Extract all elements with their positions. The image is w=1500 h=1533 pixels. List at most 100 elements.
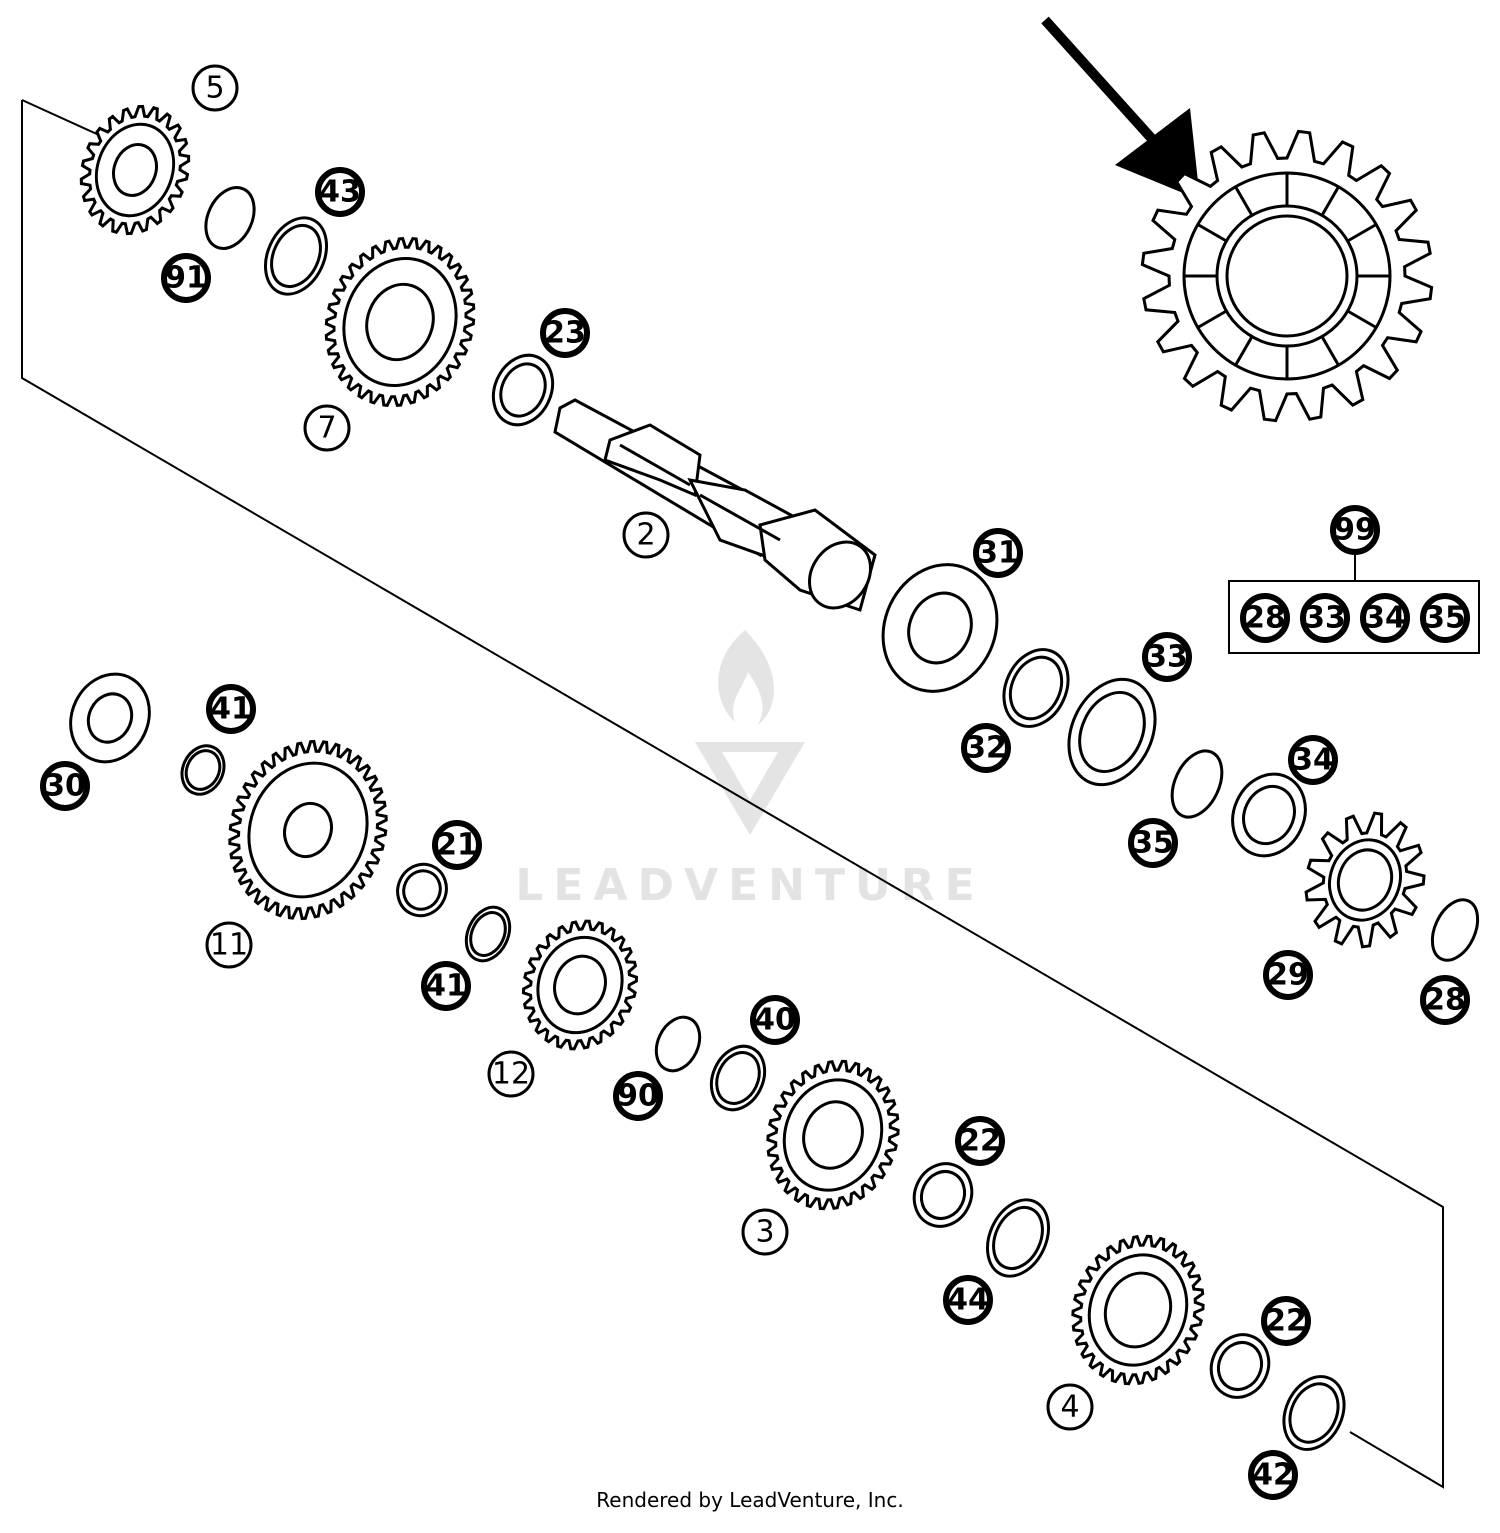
washer-32-icon bbox=[1002, 648, 1070, 728]
bushing-23-icon bbox=[491, 353, 555, 427]
watermark-logo: LEADVENTURE bbox=[515, 630, 984, 911]
bushing-22a-icon bbox=[912, 1162, 974, 1228]
washer-41b-icon bbox=[464, 905, 512, 963]
oring-35-icon bbox=[1170, 749, 1224, 819]
callout-label: 34 bbox=[1292, 743, 1334, 778]
callout-label: 11 bbox=[210, 928, 248, 963]
callout-label: 32 bbox=[965, 731, 1007, 766]
callout-40: 40 bbox=[750, 995, 800, 1045]
spacer-34-icon bbox=[1231, 772, 1307, 858]
kit-label: 99 bbox=[1334, 513, 1376, 548]
callout-3: 3 bbox=[741, 1208, 789, 1256]
callout-label: 35 bbox=[1132, 826, 1174, 861]
callout-label: 5 bbox=[205, 71, 224, 106]
callout-30: 30 bbox=[40, 761, 90, 811]
callout-label: 23 bbox=[544, 316, 586, 351]
callout-90: 90 bbox=[613, 1071, 663, 1121]
callout-34: 34 bbox=[1288, 735, 1338, 785]
callout-4: 4 bbox=[1046, 1383, 1094, 1431]
callout-label: 40 bbox=[754, 1003, 796, 1038]
callout-label: 43 bbox=[319, 175, 361, 210]
callout-33: 33 bbox=[1142, 632, 1192, 682]
callout-label: 29 bbox=[1267, 958, 1309, 993]
callout-5: 5 bbox=[191, 64, 239, 112]
callout-43: 43 bbox=[315, 167, 365, 217]
callout-31: 31 bbox=[973, 528, 1023, 578]
sprocket-29-icon bbox=[1304, 811, 1426, 949]
callout-label: 7 bbox=[317, 411, 336, 446]
callout-label: 31 bbox=[977, 536, 1019, 571]
kit-item-35: 35 bbox=[1420, 593, 1470, 643]
callout-41: 41 bbox=[421, 961, 471, 1011]
callout-28: 28 bbox=[1420, 975, 1470, 1025]
gear-5-icon bbox=[79, 104, 191, 236]
callout-44: 44 bbox=[943, 1275, 993, 1325]
washer-43-icon bbox=[264, 216, 328, 296]
callout-label: 91 bbox=[165, 261, 207, 296]
arrow-indicator bbox=[1041, 16, 1200, 200]
callout-label: 90 bbox=[617, 1079, 659, 1114]
callout-label: 41 bbox=[425, 969, 467, 1004]
callout-label: 3 bbox=[755, 1215, 774, 1250]
watermark-text: LEADVENTURE bbox=[515, 860, 984, 911]
washer-42-icon bbox=[1282, 1375, 1346, 1451]
callout-2: 2 bbox=[622, 511, 670, 559]
gear-7-icon bbox=[324, 236, 476, 408]
bushing-22b-icon bbox=[1209, 1333, 1271, 1399]
callout-label: 41 bbox=[210, 692, 252, 727]
bushing-21-icon bbox=[396, 862, 448, 918]
footer-credit: Rendered by LeadVenture, Inc. bbox=[596, 1488, 904, 1512]
bearing-31-icon bbox=[881, 563, 999, 693]
seal-33-icon bbox=[1067, 677, 1157, 787]
callout-label: 30 bbox=[44, 769, 86, 804]
callout-32: 32 bbox=[961, 723, 1011, 773]
callout-11: 11 bbox=[205, 921, 253, 969]
kit-box bbox=[1228, 580, 1480, 654]
circlip-91-icon bbox=[204, 186, 256, 250]
callout-7: 7 bbox=[303, 404, 351, 452]
callout-label: 4 bbox=[1060, 1390, 1079, 1425]
washer-44-icon bbox=[986, 1198, 1050, 1278]
gear-12-icon bbox=[521, 919, 639, 1051]
callout-91: 91 bbox=[161, 253, 211, 303]
kit-item-34: 34 bbox=[1360, 593, 1410, 643]
callout-label: 28 bbox=[1424, 983, 1466, 1018]
circlip-28-icon bbox=[1430, 898, 1480, 962]
detail-gear-icon bbox=[1140, 129, 1434, 423]
callout-label: 2 bbox=[636, 518, 655, 553]
kit-item-label: 34 bbox=[1364, 601, 1406, 636]
callout-12: 12 bbox=[487, 1050, 535, 1098]
kit-item-33: 33 bbox=[1300, 593, 1350, 643]
callout-label: 42 bbox=[1252, 1458, 1294, 1493]
kit-item-label: 35 bbox=[1424, 601, 1466, 636]
gear-4-icon bbox=[1071, 1234, 1205, 1386]
callout-kit: 99 bbox=[1330, 505, 1380, 555]
callout-label: 44 bbox=[947, 1283, 989, 1318]
gear-3-icon bbox=[766, 1059, 900, 1211]
callout-42: 42 bbox=[1248, 1450, 1298, 1500]
callout-22: 22 bbox=[1261, 1296, 1311, 1346]
assembly-outline bbox=[21, 100, 1444, 1489]
callout-29: 29 bbox=[1263, 950, 1313, 1000]
callout-label: 12 bbox=[492, 1057, 530, 1092]
callout-23: 23 bbox=[540, 308, 590, 358]
callout-label: 21 bbox=[436, 828, 478, 863]
outline-top-left bbox=[21, 99, 111, 141]
callout-22: 22 bbox=[955, 1116, 1005, 1166]
callout-35: 35 bbox=[1128, 818, 1178, 868]
main-shaft bbox=[553, 398, 877, 612]
washer-40-icon bbox=[709, 1044, 767, 1112]
washer-41a-icon bbox=[180, 744, 226, 796]
callout-41: 41 bbox=[206, 684, 256, 734]
gear-11-icon bbox=[228, 739, 388, 921]
callout-label: 22 bbox=[959, 1124, 1001, 1159]
kit-item-label: 33 bbox=[1304, 601, 1346, 636]
bearing-30-icon bbox=[69, 672, 151, 764]
callout-label: 22 bbox=[1265, 1304, 1307, 1339]
kit-item-28: 28 bbox=[1240, 593, 1290, 643]
kit-item-label: 28 bbox=[1244, 601, 1286, 636]
callout-label: 33 bbox=[1146, 640, 1188, 675]
circlip-90-icon bbox=[654, 1015, 702, 1073]
callout-21: 21 bbox=[432, 820, 482, 870]
